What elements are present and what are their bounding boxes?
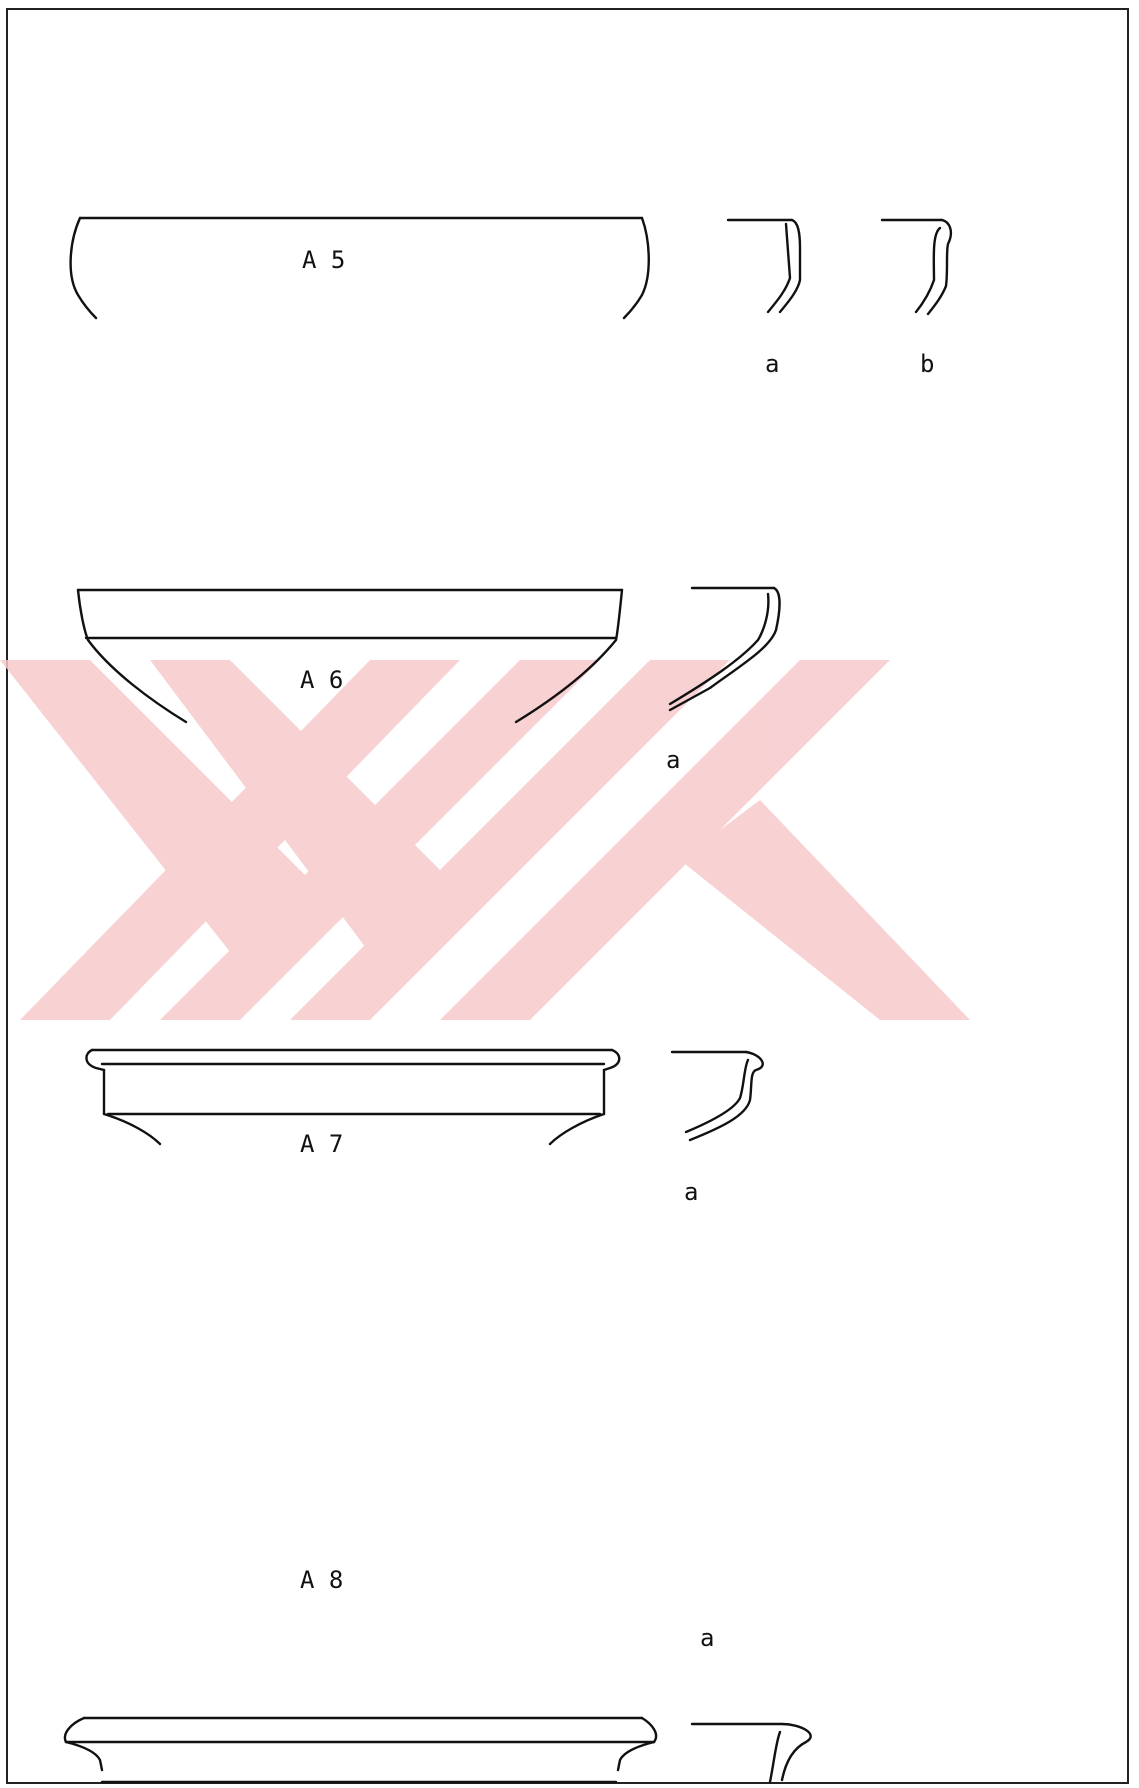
figure-a5-section-a-label: a bbox=[765, 350, 780, 378]
watermark-stroke-6 bbox=[440, 660, 890, 1020]
figure-a5-section-b-label: b bbox=[920, 350, 935, 378]
watermark-stroke-3 bbox=[20, 660, 460, 1020]
figure-a5-section-b bbox=[880, 218, 953, 316]
figure-a7-section-a-label: a bbox=[684, 1178, 699, 1206]
figure-a7-label: A 7 bbox=[300, 1130, 344, 1158]
watermark-stroke-1 bbox=[0, 660, 340, 990]
figure-a7-profile bbox=[85, 1048, 621, 1146]
watermark-logo bbox=[0, 660, 970, 1020]
figure-a8-section-a-label: a bbox=[700, 1624, 715, 1652]
figure-a5-profile bbox=[69, 216, 650, 320]
figure-a8-profile bbox=[63, 1716, 658, 1784]
figure-a8-section-a bbox=[690, 1722, 812, 1784]
figure-a6-section-a bbox=[668, 586, 781, 712]
figure-a6-label: A 6 bbox=[300, 666, 344, 694]
figure-a8-label: A 8 bbox=[300, 1566, 344, 1594]
figure-a6-section-a-label: a bbox=[666, 746, 681, 774]
figure-a7-section-a bbox=[670, 1050, 764, 1142]
figure-a6-profile bbox=[76, 588, 624, 724]
watermark-stroke-5 bbox=[290, 660, 730, 1020]
watermark-stroke-2 bbox=[150, 660, 470, 980]
watermark-stroke-4 bbox=[160, 660, 600, 1020]
figure-a5-label: A 5 bbox=[302, 246, 346, 274]
figure-a5-section-a bbox=[726, 218, 802, 314]
watermark-stroke-7 bbox=[680, 800, 970, 1020]
